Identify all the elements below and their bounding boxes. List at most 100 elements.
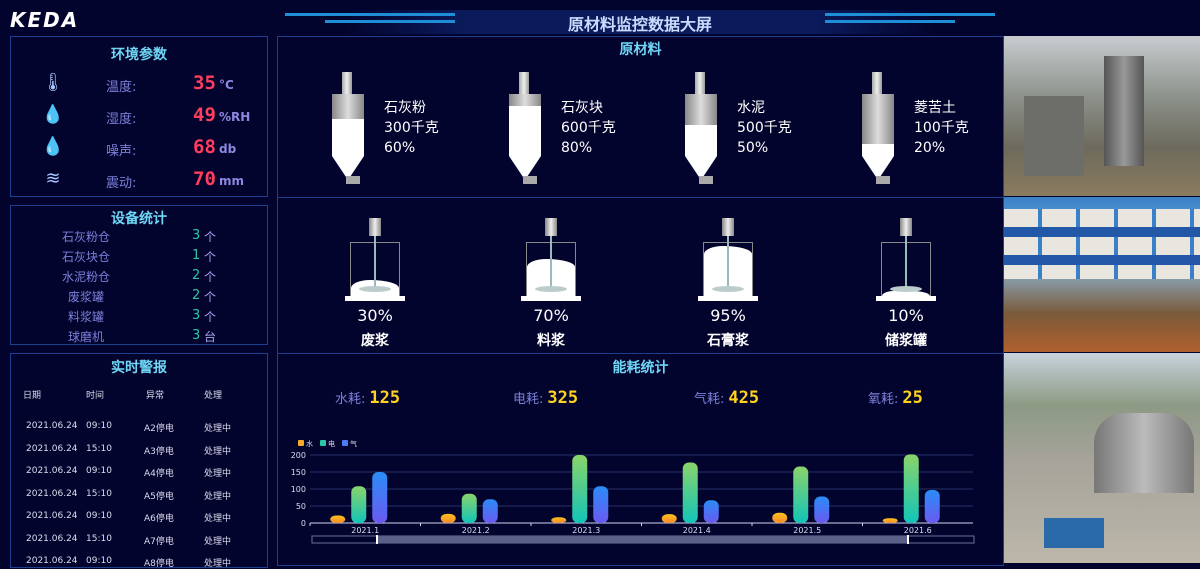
bar-水 [440, 513, 456, 523]
bar-气 [482, 499, 498, 523]
device-count: 1 [192, 248, 201, 263]
silo-pct: 20% [914, 140, 946, 156]
alert-cell: 2021.06.24 [26, 533, 78, 544]
mixer-blade [712, 286, 744, 292]
mixer-percent: 95% [710, 306, 746, 325]
factory-photo-1 [1004, 36, 1200, 196]
energy-stat: 水耗:125 [335, 388, 400, 408]
alert-cell: 2021.06.24 [26, 556, 78, 566]
alert-header: 处理 [204, 391, 223, 401]
y-tick-label: 50 [296, 502, 306, 511]
bar-电 [572, 455, 588, 523]
device-count: 3 [192, 308, 201, 323]
mixer-percent: 10% [888, 306, 924, 325]
mixer-blade [359, 286, 391, 292]
mixer-shaft [550, 236, 552, 292]
panel-title: 环境参数 [111, 47, 167, 63]
silo-body [862, 94, 894, 156]
env-unit: %RH [219, 110, 251, 124]
mixer-percent: 30% [357, 306, 393, 325]
alert-cell: A2停电 [144, 424, 174, 434]
tank-base [345, 296, 405, 301]
mixer-tank [876, 218, 936, 302]
env-label: 湿度: [106, 112, 137, 127]
device-count: 2 [192, 268, 201, 283]
raw-title: 原材料 [619, 42, 662, 58]
mixer-shaft [374, 236, 376, 292]
mixer-tank [345, 218, 405, 302]
energy-value: 325 [547, 388, 579, 408]
energy-title: 能耗统计 [612, 360, 669, 376]
env-unit: mm [219, 174, 245, 188]
env-label: 震动: [106, 176, 137, 191]
device-name: 石灰粉仓 [61, 230, 110, 244]
header-deco [825, 13, 995, 16]
alert-cell: A4停电 [144, 469, 174, 479]
silo-name: 菱苦土 [914, 100, 956, 116]
device-name: 球磨机 [67, 330, 104, 344]
energy-stat: 氧耗:25 [868, 388, 923, 408]
silo-pct: 60% [384, 140, 416, 156]
silo-weight: 100千克 [914, 120, 969, 136]
header-deco [325, 20, 455, 23]
bar-气 [924, 490, 940, 523]
zoom-slider-handle-left [376, 535, 378, 544]
alert-cell: 2021.06.24 [26, 511, 78, 521]
silo-photo [1004, 197, 1200, 352]
energy-label: 电耗: [513, 392, 544, 407]
env-label: 温度: [106, 80, 137, 95]
header-deco [285, 13, 455, 16]
divider [277, 197, 1004, 198]
silo-fill-level [862, 143, 894, 156]
silo-pct: 50% [737, 140, 769, 156]
tank-base [521, 296, 581, 301]
x-tick-label: 2021.4 [683, 526, 711, 535]
legend-label: 气 [350, 439, 357, 448]
energy-value: 125 [369, 388, 401, 408]
alert-cell: 15:10 [86, 488, 112, 499]
silo-fill-level [685, 125, 717, 156]
device-name: 水泥粉仓 [61, 270, 110, 284]
energy-stat: 气耗:425 [694, 388, 759, 408]
header-deco [825, 20, 955, 23]
silo-body [509, 94, 541, 156]
bar-水 [551, 517, 567, 523]
mixer-shaft [905, 236, 907, 292]
alert-cell: 09:10 [86, 421, 112, 431]
mixer-shaft [727, 236, 729, 292]
mixer-motor [722, 218, 734, 236]
device-unit: 台 [204, 330, 217, 344]
energy-label: 氧耗: [868, 392, 899, 407]
alert-cell: 处理中 [204, 536, 232, 547]
silo-weight: 500千克 [737, 120, 792, 136]
alert-cell: 2021.06.24 [26, 466, 78, 476]
tank-base [876, 296, 936, 301]
env-value: 35 [193, 72, 216, 94]
mixer-name: 储浆罐 [885, 333, 927, 349]
silo-info: 菱苦土 100千克 20% [914, 98, 969, 158]
energy-label: 气耗: [694, 392, 725, 407]
device-count: 3 [192, 228, 201, 243]
silo-cap [519, 72, 529, 94]
thermometer-icon: 🌡 [41, 72, 65, 93]
env-value: 49 [193, 104, 216, 126]
x-tick-label: 2021.3 [572, 526, 600, 535]
x-tick-label: 2021.2 [462, 526, 490, 535]
panel-title: 实时警报 [111, 360, 167, 376]
plant-photo [1004, 353, 1200, 563]
silo-outlet [699, 176, 713, 184]
alert-cell: 15:10 [86, 443, 112, 454]
mixer-motor [369, 218, 381, 236]
page-header: 原材料监控数据大屏 [285, 10, 995, 34]
device-unit: 个 [204, 290, 217, 304]
mixer-name: 料浆 [537, 333, 565, 349]
device-unit: 个 [204, 270, 217, 284]
silo-cap [695, 72, 705, 94]
y-tick-label: 0 [301, 519, 306, 528]
alert-cell: 09:10 [86, 556, 112, 566]
